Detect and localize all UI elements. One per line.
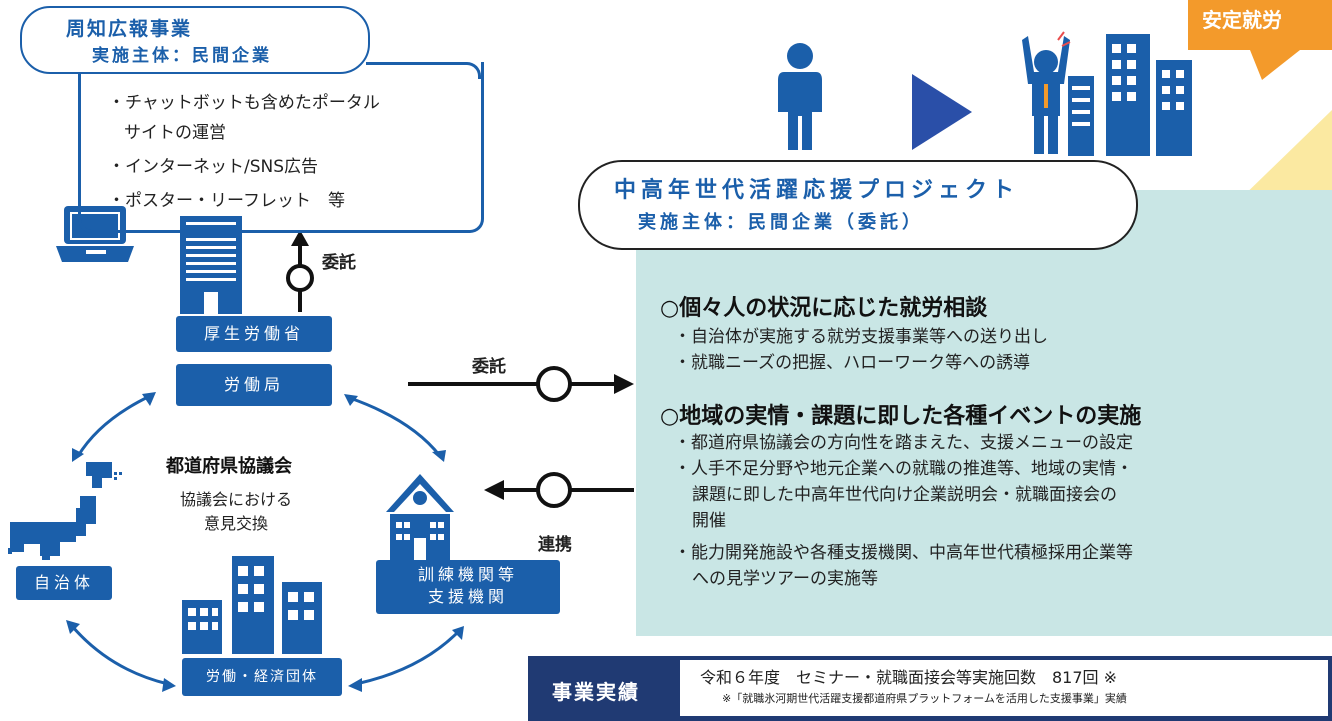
municipality-box: 自治体 <box>16 566 112 600</box>
section2-heading: ○地域の実情・課題に即した各種イベントの実施 <box>660 404 1142 429</box>
pr-box-top-edge <box>366 62 481 79</box>
mhlw-label: 厚生労働省 <box>203 324 304 343</box>
renkei-label: 連携 <box>538 535 572 555</box>
economic-groups-box: 労働・経済団体 <box>182 658 342 696</box>
project-title: 中高年世代活躍応援プロジェクト <box>614 178 1020 203</box>
section2-bullet: 開催 <box>692 511 726 531</box>
section2-bullet: ・都道府県協議会の方向性を踏まえた、支援メニューの設定 <box>674 433 1133 453</box>
project-content-panel <box>636 190 1332 636</box>
pr-title: 周知広報事業 <box>66 18 193 40</box>
labor-bureau-box: 労働局 <box>176 364 332 406</box>
section1-heading: ○個々人の状況に応じた就労相談 <box>660 296 988 321</box>
stable-employment-badge: 安定就労 <box>1188 0 1332 50</box>
orange-badge-tail <box>1250 50 1300 80</box>
itaku-up-arrow <box>286 244 314 312</box>
economic-groups-label: 労働・経済団体 <box>206 669 318 685</box>
section2-bullet: ・人手不足分野や地元企業への就職の推進等、地域の実情・ <box>674 459 1133 479</box>
project-title-box: 中高年世代活躍応援プロジェクト 実施主体：民間企業（委託） <box>578 160 1138 250</box>
project-subtitle: 実施主体：民間企業（委託） <box>638 212 924 233</box>
results-label: 事業実績 <box>552 680 640 704</box>
japan-map-icon <box>8 462 122 560</box>
cheering-worker-icon <box>1022 31 1071 154</box>
mhlw-box: 厚生労働省 <box>176 316 332 352</box>
company-buildings-icon <box>1068 34 1192 156</box>
council-cycle-arrows <box>70 394 460 686</box>
results-line2: ※「就職氷河期世代活躍支援都道府県プラットフォームを活用した支援事業」実績 <box>722 692 1127 705</box>
school-building-icon <box>386 474 454 564</box>
council-desc: 意見交換 <box>204 514 269 533</box>
council-title: 都道府県協議会 <box>166 456 292 477</box>
results-line1: 令和６年度 セミナー・就職面接会等実施回数 817回 ※ <box>700 668 1118 687</box>
council-desc: 協議会における <box>180 490 293 509</box>
section1-bullet: ・自治体が実施する就労支援事業等への送り出し <box>674 327 1048 347</box>
pr-subtitle: 実施主体：民間企業 <box>92 46 272 66</box>
results-content: 令和６年度 セミナー・就職面接会等実施回数 817回 ※ ※「就職氷河期世代活躍… <box>680 660 1328 716</box>
economic-buildings-icon <box>182 556 322 654</box>
municipality-label: 自治体 <box>33 573 94 592</box>
pr-item: サイトの運営 <box>124 123 226 143</box>
training-label-1: 訓練機関等 <box>417 565 518 584</box>
section2-bullet: 課題に即した中高年世代向け企業説明会・就職面接会の <box>692 485 1117 505</box>
labor-bureau-label: 労働局 <box>223 375 284 394</box>
section1-bullet: ・就職ニーズの把握、ハローワーク等への誘導 <box>674 353 1031 373</box>
section2-bullet: への見学ツアーの実施等 <box>692 569 878 589</box>
section2-bullet: ・能力開発施設や各種支援機関、中高年世代積極採用企業等 <box>674 543 1133 563</box>
itaku-label-top: 委託 <box>322 253 356 273</box>
person-icon <box>778 43 822 150</box>
training-label-2: 支援機関 <box>427 587 508 606</box>
training-institutions-box: 訓練機関等 支援機関 <box>376 560 560 614</box>
pr-content-box <box>78 62 484 233</box>
itaku-label-mid: 委託 <box>472 357 506 377</box>
pr-item: ・インターネット/SNS広告 <box>108 157 319 177</box>
pr-item: ・チャットボットも含めたポータル <box>108 93 380 113</box>
play-arrow-icon <box>912 74 972 150</box>
pr-item: ・ポスター・リーフレット 等 <box>108 191 345 211</box>
results-bar: 事業実績 令和６年度 セミナー・就職面接会等実施回数 817回 ※ ※「就職氷河… <box>528 656 1332 721</box>
badge-text: 安定就労 <box>1202 8 1282 32</box>
pr-title-box: 周知広報事業 実施主体：民間企業 <box>20 6 370 74</box>
